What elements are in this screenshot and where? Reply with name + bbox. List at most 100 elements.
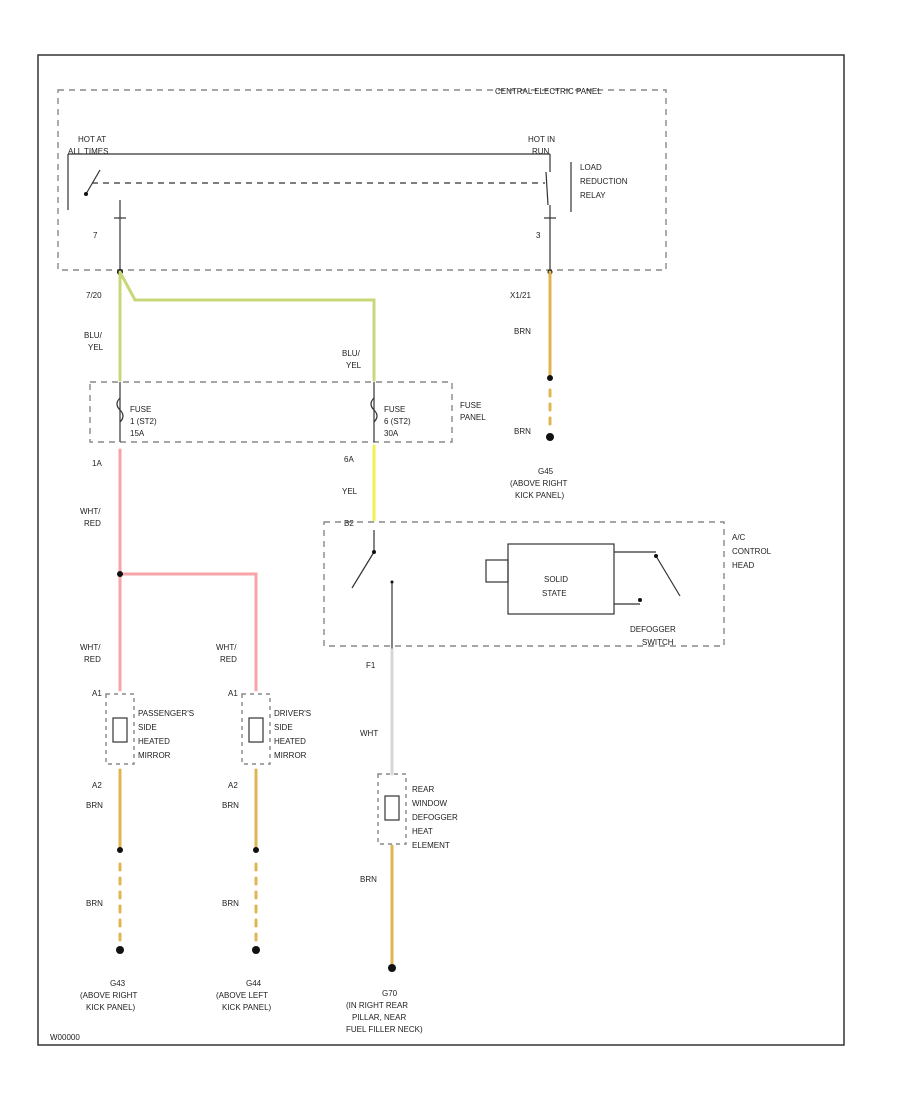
splice-brn-pass (117, 847, 123, 853)
hot-at-all-times-label-2: ALL TIMES (68, 147, 108, 156)
pin-f1: F1 (366, 661, 376, 670)
ground-g70-label-1: G70 (382, 989, 398, 998)
rear-defogger-label-4: HEAT (412, 827, 433, 836)
connector-7-20: 7/20 (86, 291, 102, 300)
fuse2-label-2: 6 (ST2) (384, 417, 411, 426)
wire-wht-red-label-3a: WHT/ (216, 643, 237, 652)
wire-wht-red-branch (118, 572, 258, 692)
wire-wht-red-label-3b: RED (220, 655, 237, 664)
wire-wht-red-label-2a: WHT/ (80, 643, 101, 652)
ground-g44-label-3: KICK PANEL) (222, 1003, 272, 1012)
splice-brn-right (547, 375, 553, 381)
hot-in-run-label: HOT IN (528, 135, 555, 144)
load-reduction-relay-label-1: LOAD (580, 163, 602, 172)
relay-left-pivot (84, 192, 88, 196)
pin-a1-pass: A1 (92, 689, 102, 698)
ground-g45-dot (546, 433, 554, 441)
wire-blu-yel-right (118, 270, 376, 382)
drv-mirror-label-4: MIRROR (274, 751, 307, 760)
wire-wht-red-label-1b: RED (84, 519, 101, 528)
wire-yel-label: YEL (342, 487, 358, 496)
pass-mirror-label-4: MIRROR (138, 751, 171, 760)
ac-control-head-box (323, 521, 725, 647)
diagram-frame (37, 54, 845, 1046)
solid-state-label-1: SOLID (544, 575, 568, 584)
rear-defogger-label-5: ELEMENT (412, 841, 450, 850)
drv-mirror-label-3: HEATED (274, 737, 306, 746)
fuse1-element (116, 397, 124, 423)
connector-x1-21: X1/21 (510, 291, 531, 300)
relay-right-pin: 3 (536, 231, 541, 240)
solid-state-label-2: STATE (542, 589, 567, 598)
ground-g45-label-1: G45 (538, 467, 554, 476)
pass-mirror-element (112, 717, 128, 743)
pass-mirror-label-2: SIDE (138, 723, 157, 732)
wire-wht-label: WHT (360, 729, 378, 738)
ground-g70-label-2: (IN RIGHT REAR (346, 1001, 408, 1010)
wire-blu-yel-label-2a: BLU/ (342, 349, 361, 358)
pin-a1-drv: A1 (228, 689, 238, 698)
wire-brn-label-4: BRN (222, 899, 239, 908)
wire-blu-yel-label-1b: YEL (88, 343, 104, 352)
wire-wht-red-label-2b: RED (84, 655, 101, 664)
ac-control-head-label-1: A/C (732, 533, 746, 542)
wire-blu-yel-label-2b: YEL (346, 361, 362, 370)
ground-g43-dot (116, 946, 124, 954)
wire-brn-label-3: BRN (86, 899, 103, 908)
load-reduction-relay-label-3: RELAY (580, 191, 606, 200)
rear-defogger-box (377, 773, 407, 845)
fuse2-label-1: FUSE (384, 405, 405, 414)
wire-wht-red-label-1a: WHT/ (80, 507, 101, 516)
fuse2-label-3: 30A (384, 429, 399, 438)
fuse-panel-label-1: FUSE (460, 401, 481, 410)
central-panel-label: CENTRAL ELECTRIC PANEL (495, 87, 602, 96)
ground-g44-dot (252, 946, 260, 954)
fuse-panel-box (89, 381, 453, 443)
fuse1-label-1: FUSE (130, 405, 151, 414)
load-reduction-relay-label-2: REDUCTION (580, 177, 628, 186)
rear-defogger-label-2: WINDOW (412, 799, 448, 808)
ground-g45-label-2: (ABOVE RIGHT (510, 479, 567, 488)
pass-mirror-label-3: HEATED (138, 737, 170, 746)
relay-left-pin: 7 (93, 231, 98, 240)
pass-mirror-label-1: PASSENGER'S (138, 709, 194, 718)
drv-mirror-element (248, 717, 264, 743)
solid-state-tab (485, 559, 509, 583)
hot-in-run-label-2: RUN (532, 147, 550, 156)
pass-mirror-box (105, 693, 135, 765)
ac-switch-arm (351, 551, 375, 589)
defogger-switch-label-1: DEFOGGER (630, 625, 676, 634)
wire-brn-top-label-2: BRN (514, 427, 531, 436)
drv-mirror-label-2: SIDE (274, 723, 293, 732)
fuse2-element (370, 397, 378, 423)
pin-a2-drv: A2 (228, 781, 238, 790)
pin-a2-pass: A2 (92, 781, 102, 790)
fuse1-label-3: 15A (130, 429, 145, 438)
ground-g45-label-3: KICK PANEL) (515, 491, 565, 500)
wire-brn-label-1: BRN (86, 801, 103, 810)
ac-switch-pivot (372, 550, 376, 554)
splice-brn-drv (253, 847, 259, 853)
rear-defogger-label-1: REAR (412, 785, 434, 794)
ground-g43-label-2: (ABOVE RIGHT (80, 991, 137, 1000)
defogger-switch-arm (655, 555, 681, 597)
ac-control-head-label-2: CONTROL (732, 547, 772, 556)
defogger-return-contact (638, 598, 642, 602)
fuse-panel-label-2: PANEL (460, 413, 486, 422)
relay-right-switch-arm (545, 171, 549, 206)
wire-brn-label-5: BRN (360, 875, 377, 884)
wire-blu-yel-label-1a: BLU/ (84, 331, 103, 340)
ground-g43-label-1: G43 (110, 979, 126, 988)
ground-g44-label-1: G44 (246, 979, 262, 988)
pin-1a: 1A (92, 459, 102, 468)
drv-mirror-box (241, 693, 271, 765)
defogger-switch-pivot (654, 554, 658, 558)
wire-brn-top-label: BRN (514, 327, 531, 336)
pin-b2: B2 (344, 519, 354, 528)
defogger-switch-label-2: SWITCH (642, 638, 674, 647)
splice-wht-red (117, 571, 123, 577)
relay-left-switch-arm (85, 169, 101, 195)
ground-g70-dot (388, 964, 396, 972)
rear-defogger-label-3: DEFOGGER (412, 813, 458, 822)
